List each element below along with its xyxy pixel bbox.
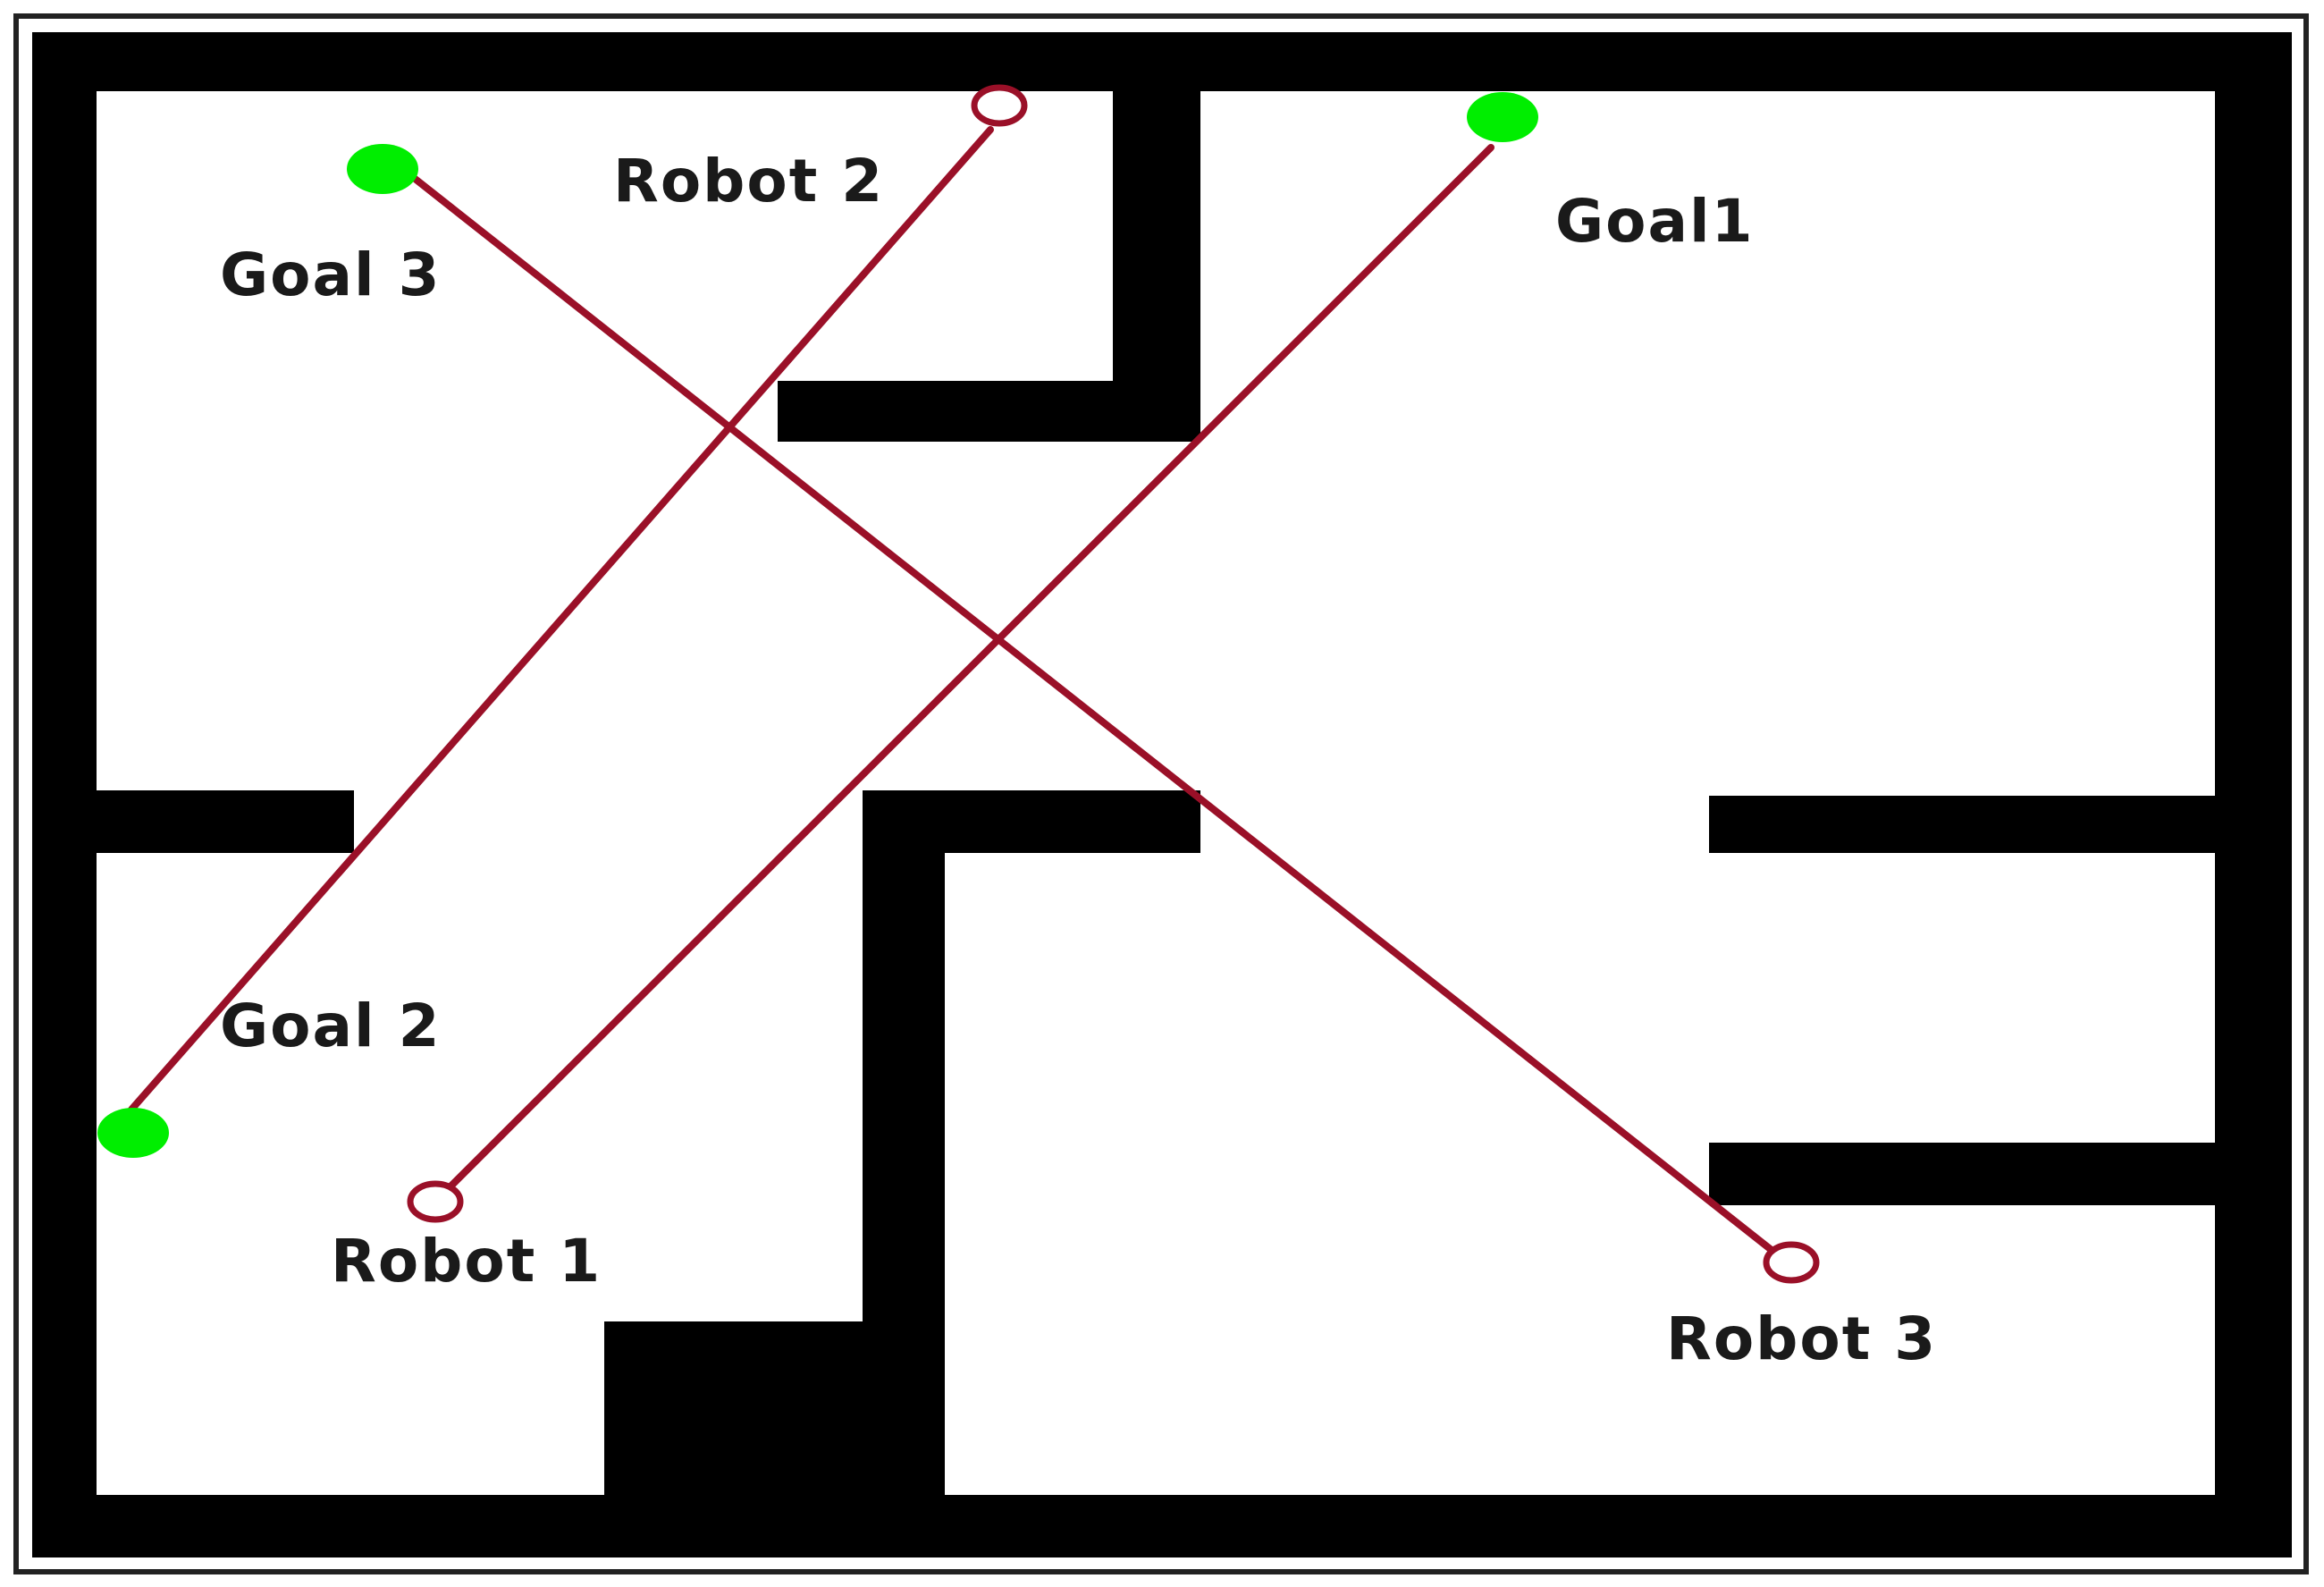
robot-1-label: Robot 1 [331, 1227, 602, 1296]
labels: Goal1 Goal 2 Goal 3 Robot 1 Robot 2 Robo… [220, 147, 1937, 1373]
wall-right-lower-stub [1709, 1143, 2227, 1205]
robot-3-label: Robot 3 [1666, 1304, 1937, 1373]
wall-top-partition-horizontal [778, 381, 1200, 442]
outer-frame [13, 13, 2309, 1574]
wall-lower-left-block [604, 1321, 944, 1557]
goal-3-marker [347, 144, 418, 194]
wall-right [2215, 32, 2292, 1557]
robot-2-marker [971, 84, 1028, 127]
goal-2-marker [97, 1108, 169, 1158]
robot-3-marker [1763, 1241, 1820, 1284]
wall-right-upper-stub [1709, 796, 2227, 853]
path-robot-2 [128, 126, 994, 1113]
goal-3-label: Goal 3 [220, 241, 442, 309]
robot-2-label: Robot 2 [613, 147, 884, 215]
goal-markers [97, 92, 1538, 1158]
goal-2-label: Goal 2 [220, 992, 442, 1060]
path-robot-1 [432, 144, 1495, 1205]
wall-left-stub [89, 790, 354, 853]
wall-left [32, 32, 97, 1557]
robot-markers [407, 84, 1820, 1284]
path-robot-3 [406, 171, 1789, 1264]
goal-1-marker [1467, 92, 1538, 142]
robot-1-marker [407, 1180, 464, 1223]
walls [32, 32, 2292, 1557]
goal-1-label: Goal1 [1555, 187, 1755, 256]
wall-bottom [32, 1495, 2292, 1557]
paths [128, 126, 1789, 1264]
